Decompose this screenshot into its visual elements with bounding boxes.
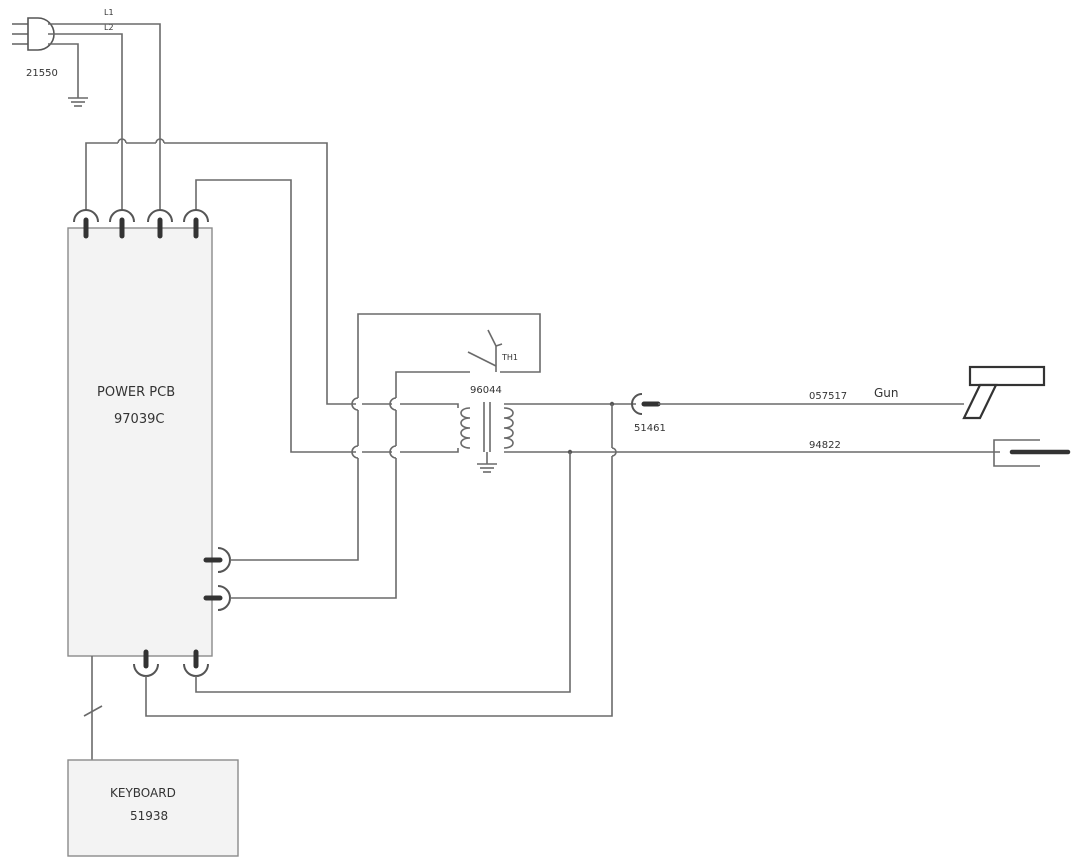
welding-gun-icon — [962, 365, 1046, 420]
keyboard-part: 51938 — [130, 809, 168, 823]
l2-label: L2 — [104, 23, 114, 32]
thermal-wires — [230, 313, 541, 599]
secondary-wires — [145, 401, 1000, 717]
power-plug-icon — [12, 17, 55, 51]
keyboard-bus — [83, 656, 103, 760]
gun-connector-icon — [631, 393, 964, 415]
power-pcb-title: POWER PCB — [97, 385, 175, 400]
thermal-switch-icon — [467, 329, 503, 372]
plug-ground-icon — [48, 43, 88, 107]
power-pcb-part: 97039C — [114, 412, 164, 427]
plug-id-label: 21550 — [26, 68, 58, 79]
pcb-top-connectors — [73, 209, 209, 239]
l1-label: L1 — [104, 8, 114, 17]
work-cable-part-label: 94822 — [809, 440, 841, 451]
work-clamp-icon — [993, 439, 1071, 467]
keyboard-title: KEYBOARD — [110, 786, 176, 800]
connector-part-label: 51461 — [634, 423, 666, 434]
mains-wires — [48, 23, 356, 453]
transformer-icon — [460, 402, 514, 473]
power-pcb-board — [67, 227, 213, 657]
transformer-part-label: 96044 — [470, 385, 502, 396]
keyboard-box — [67, 759, 239, 857]
pcb-right-connectors — [203, 547, 231, 611]
gun-label: Gun — [874, 386, 899, 400]
pcb-bottom-connectors — [133, 649, 209, 677]
th1-label: TH1 — [501, 353, 518, 362]
gun-cable-part-label: 057517 — [809, 391, 847, 402]
